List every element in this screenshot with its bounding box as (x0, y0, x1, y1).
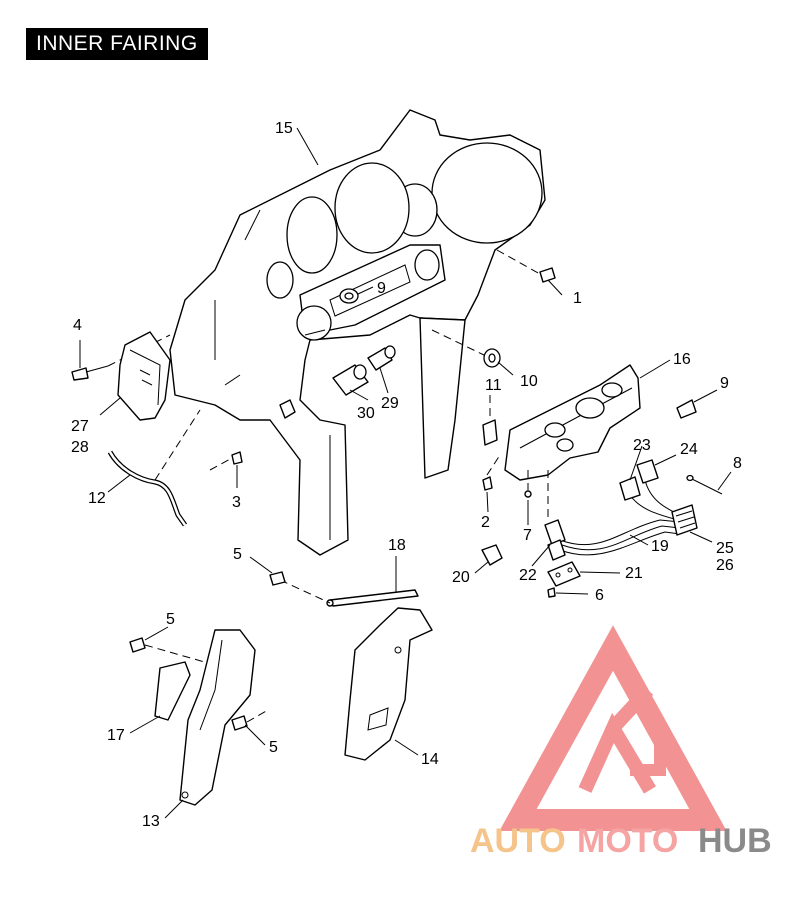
callout-24: 24 (680, 441, 698, 458)
callout-14: 14 (421, 751, 439, 768)
callout-16: 16 (673, 351, 691, 368)
screw-part-5b (129, 637, 216, 666)
callout-7: 7 (523, 527, 532, 544)
callout-5b: 5 (166, 611, 175, 628)
screw-part-6 (547, 587, 556, 598)
plate-part-21 (547, 561, 581, 587)
bracket-part-13 (179, 629, 256, 806)
callout-17: 17 (107, 727, 125, 744)
callout-5c: 5 (269, 739, 278, 756)
screw-part-5a (269, 571, 286, 586)
bracket-part-17 (154, 661, 191, 721)
callout-6: 6 (595, 587, 604, 604)
callout-28: 28 (71, 439, 89, 456)
callout-leaders (79, 127, 732, 819)
callout-1: 1 (573, 290, 582, 307)
clip-part-11 (482, 395, 498, 446)
callout-9b: 9 (720, 375, 729, 392)
callout-19: 19 (651, 538, 669, 555)
callout-27: 27 (71, 418, 89, 435)
screw-part-4 (71, 334, 171, 381)
callout-23: 23 (633, 437, 651, 454)
rod-part-18 (279, 579, 419, 607)
wiring-harness-part-19 (547, 470, 681, 556)
screw-part-1 (496, 249, 556, 283)
callout-8: 8 (733, 455, 742, 472)
watermark-brand-auto: AUTO (470, 822, 566, 860)
connector-part-25-26 (671, 504, 698, 536)
grommet-part-9 (339, 288, 359, 304)
callout-29: 29 (381, 395, 399, 412)
inner-fairing-body (169, 109, 546, 556)
callout-9a: 9 (377, 280, 386, 297)
fairing-clip (224, 374, 296, 419)
grommet-part-10 (431, 329, 501, 368)
cap-part-9b (676, 399, 697, 419)
switch-part-30 (332, 364, 369, 396)
callout-5a: 5 (233, 546, 242, 563)
callout-18: 18 (388, 537, 406, 554)
screw-part-3 (209, 451, 243, 471)
pin-part-8 (686, 474, 723, 495)
automotohub-logo (499, 625, 727, 831)
connector-part-22 (544, 519, 566, 561)
callout-12: 12 (88, 490, 106, 507)
callout-4: 4 (73, 317, 82, 334)
callout-10: 10 (520, 373, 538, 390)
callout-3: 3 (232, 494, 241, 511)
callout-11: 11 (485, 377, 502, 394)
callout-20: 20 (452, 569, 470, 586)
speaker-part-27-28 (117, 331, 171, 421)
screw-part-5c (231, 709, 269, 731)
seal-strip-part-12 (107, 409, 201, 527)
switch-part-29 (367, 345, 396, 371)
callout-22: 22 (519, 567, 537, 584)
watermark-brand-moto: MOTO (577, 822, 678, 860)
nut-part-7 (524, 470, 532, 498)
callout-30: 30 (357, 405, 375, 422)
connector-part-24 (636, 459, 659, 484)
callout-21: 21 (625, 565, 643, 582)
callout-26: 26 (716, 557, 734, 574)
callout-25: 25 (716, 540, 734, 557)
watermark-brand-hub: HUB (698, 822, 772, 860)
callout-15: 15 (275, 120, 293, 137)
knob-part-20 (481, 544, 503, 566)
diagram-title: INNER FAIRING (26, 28, 208, 60)
callout-13: 13 (142, 813, 160, 830)
screw-part-2 (482, 454, 501, 491)
bracket-part-14 (344, 607, 433, 761)
callout-2: 2 (481, 514, 490, 531)
connector-part-23 (619, 476, 641, 501)
switch-panel-part-16 (504, 364, 641, 481)
